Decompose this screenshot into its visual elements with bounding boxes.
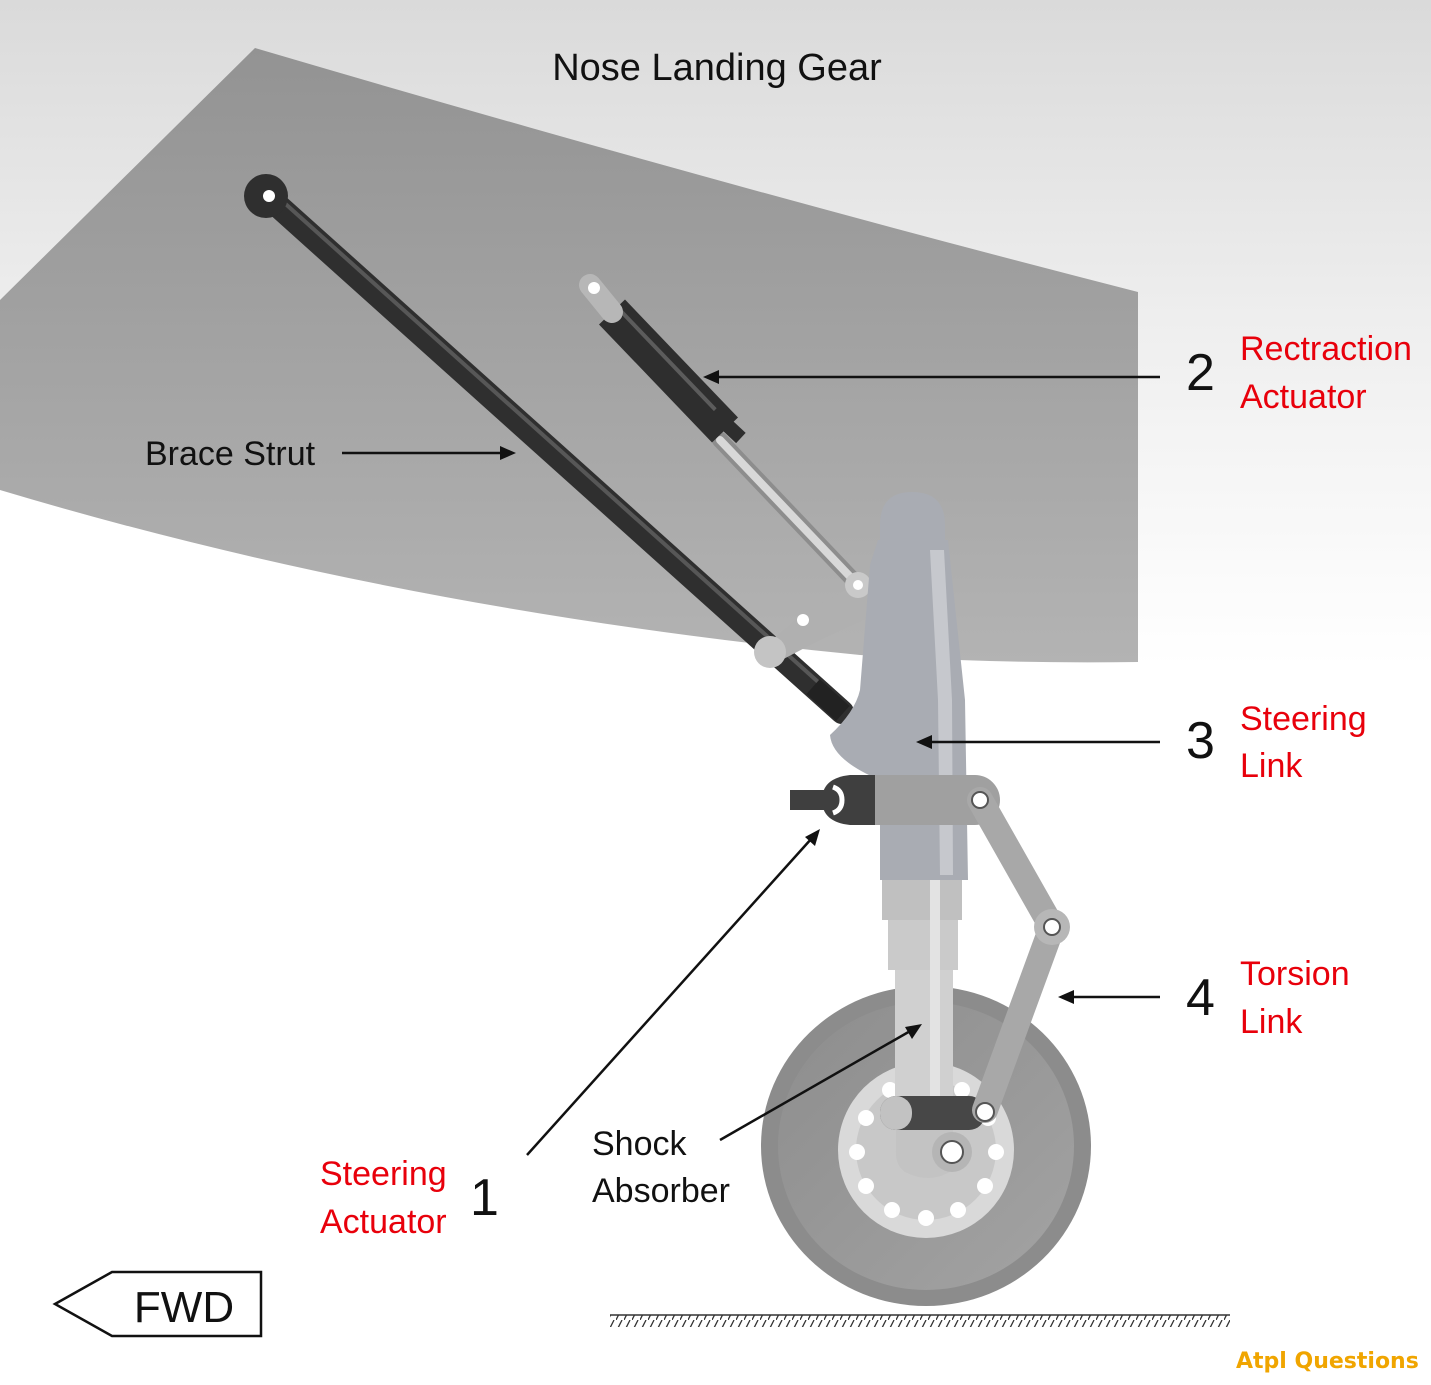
brace-strut-label: Brace Strut [145,435,316,473]
shock-absorber-label-line1: Shock [592,1125,687,1163]
steering-collar [790,775,1000,825]
fwd-indicator: FWD [52,1270,263,1338]
callout-4-line2: Link [1240,1003,1303,1041]
leader-arrows [342,370,1160,1156]
brace-strut [244,174,854,724]
brand-logo: Atpl Questions [1236,1349,1419,1374]
callout-3-line1: Steering [1240,700,1367,738]
torsion-links [967,787,1070,1123]
callout-3-number: 3 [1186,712,1215,770]
callout-1-line2: Actuator [320,1203,447,1241]
retraction-actuator [579,274,866,593]
diagram-title: Nose Landing Gear [552,47,882,89]
callout-4-number: 4 [1186,969,1215,1027]
callout-1-number: 1 [470,1169,499,1227]
callout-1-line1: Steering [320,1155,447,1193]
callout-2-line1: Rectraction [1240,330,1412,368]
shock-absorber-label-line2: Absorber [592,1172,730,1210]
ground [610,1314,1230,1327]
callout-2-number: 2 [1186,344,1215,402]
callout-2-line2: Actuator [1240,378,1367,416]
callout-4-line1: Torsion [1240,955,1350,993]
fwd-label: FWD [134,1283,234,1332]
callout-3-line2: Link [1240,747,1303,785]
upper-link-arm [754,572,885,668]
